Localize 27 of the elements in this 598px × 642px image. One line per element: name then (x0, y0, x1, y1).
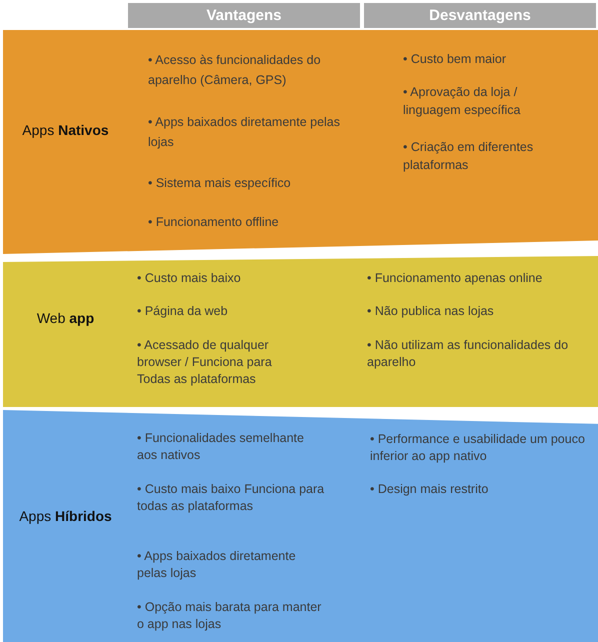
list-item: • Criação em diferentes plataformas (403, 139, 534, 174)
list-item: • Apps baixados diretamente pelas lojas (148, 114, 341, 151)
list-item: • Sistema mais específico (148, 175, 292, 192)
list-item: • Apps baixados diretamente pelas lojas (137, 548, 297, 582)
row-heading: Apps Híbridos (18, 507, 113, 526)
list-item: • Funcionamento apenas online (367, 270, 544, 287)
list-item: • Custo mais baixo Funciona para todas as plataformas (137, 481, 326, 515)
list-item: • Funcionalidades semelhante aos nativos (137, 430, 305, 464)
list-item: • Não utilizam as funcionalidades do aparelho (367, 337, 570, 371)
row-band (3, 256, 598, 407)
column-header: Desvantagens (364, 3, 596, 28)
list-item: • Opção mais barata para manter o app nas lojas (137, 599, 322, 633)
list-item: • Página da web (137, 303, 229, 320)
list-item: • Funcionamento offline (148, 214, 280, 231)
list-item: • Não publica nas lojas (367, 303, 495, 320)
list-item: • Custo mais baixo (137, 270, 242, 287)
row-band (3, 30, 598, 254)
list-item: • Design mais restrito (370, 481, 490, 498)
list-item: • Acesso às funcionalidades do aparelho (Câmera, GPS) (148, 52, 322, 89)
row-heading: Apps Nativos (21, 121, 110, 140)
list-item: • Custo bem maior (403, 51, 508, 68)
row-band (3, 410, 598, 642)
list-item: • Performance e usabilidade um pouco inferior ao app nativo (370, 431, 586, 465)
list-item: • Acessado de qualquer browser / Funciona para Todas as plataformas (137, 337, 273, 388)
row-heading: Web app (36, 309, 96, 328)
column-header: Vantagens (128, 3, 360, 28)
list-item: • Aprovação da loja / linguagem específica (403, 84, 522, 119)
